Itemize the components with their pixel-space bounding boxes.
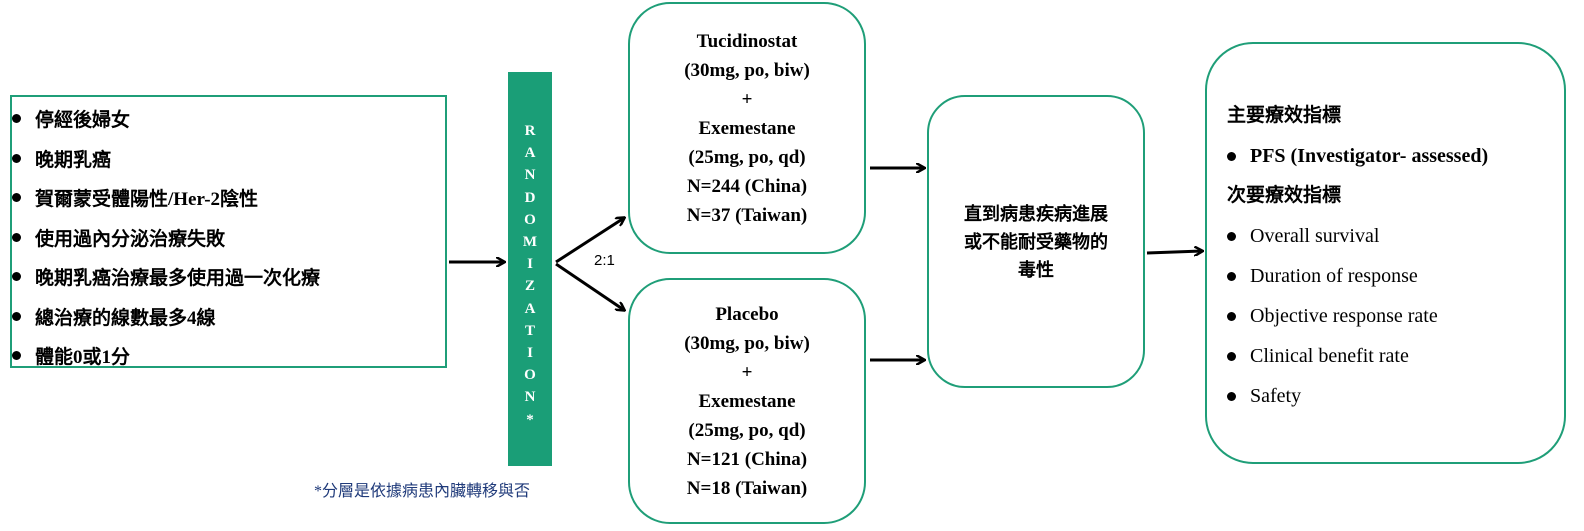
criteria-text: 使用過內分泌治療失敗 [35, 228, 226, 250]
bullet-icon [12, 351, 21, 361]
criteria-text: 賀爾蒙受體陽性/Her-2陰性 [35, 189, 259, 211]
endpoint-item: Clinical benefit rate [1227, 336, 1564, 376]
arm-line: + [741, 88, 753, 110]
criteria-text: 晚期乳癌治療最多使用過一次化療 [35, 268, 321, 290]
arrow-until-to-endpoints [1146, 251, 1202, 253]
rand-letter: A [524, 145, 536, 162]
rand-letter: D [524, 189, 536, 206]
bullet-icon [1227, 271, 1236, 281]
rand-letter: I [527, 345, 533, 362]
inclusion-criteria-box: 停經後婦女 晚期乳癌 賀爾蒙受體陽性/Her-2陰性 使用過內分泌治療失敗 晚期… [10, 95, 447, 368]
endpoint-item: Duration of response [1227, 256, 1564, 296]
stratification-footnote: *分層是依據病患內臟轉移與否 [314, 483, 531, 500]
arm-line: (30mg, po, biw) [684, 59, 810, 81]
arm-line: N=37 (Taiwan) [686, 204, 808, 226]
rand-letter: T [524, 322, 535, 339]
arrow-to-arm2 [555, 262, 624, 310]
arm-line: Placebo [715, 303, 779, 325]
bullet-icon [12, 232, 21, 242]
endpoint-item: Overall survival [1227, 216, 1564, 256]
criteria-item: 晚期乳癌 [12, 139, 445, 179]
endpoint-text: Objective response rate [1250, 304, 1438, 327]
criteria-item: 停經後婦女 [12, 99, 445, 139]
criteria-text: 體能0或1分 [35, 347, 131, 369]
criteria-item: 體能0或1分 [12, 336, 445, 376]
bullet-icon [1227, 351, 1236, 361]
arm-line: (25mg, po, qd) [688, 146, 806, 168]
duration-line: 或不能耐受藥物的 [964, 231, 1108, 252]
rand-letter: A [524, 300, 536, 317]
endpoint-item: Safety [1227, 376, 1564, 416]
arm-line: (25mg, po, qd) [688, 419, 806, 441]
bullet-icon [12, 311, 21, 321]
rand-letter: I [527, 256, 533, 273]
randomization-bar: R A N D O M I Z A T I O N * [508, 72, 552, 466]
endpoint-text: Safety [1250, 384, 1302, 407]
treatment-duration-box: 直到病患疾病進展 或不能耐受藥物的 毒性 [927, 95, 1145, 388]
criteria-item: 晚期乳癌治療最多使用過一次化療 [12, 257, 445, 297]
allocation-ratio: 2:1 [594, 252, 615, 269]
criteria-item: 總治療的線數最多4線 [12, 297, 445, 337]
bullet-icon [12, 272, 21, 282]
bullet-icon [12, 193, 21, 203]
rand-letter: Z [524, 278, 535, 295]
criteria-text: 總治療的線數最多4線 [35, 307, 216, 329]
arm-line: N=244 (China) [686, 175, 808, 197]
treatment-arm-box: Tucidinostat (30mg, po, biw) + Exemestan… [628, 2, 866, 254]
secondary-endpoint-title: 次要療效指標 [1227, 185, 1342, 206]
arm-line: N=121 (China) [686, 448, 808, 470]
arm-line: N=18 (Taiwan) [686, 477, 808, 499]
criteria-text: 晚期乳癌 [35, 149, 112, 171]
endpoint-item: PFS (Investigator- assessed) [1227, 136, 1564, 176]
arm-line: Tucidinostat [696, 30, 798, 52]
primary-endpoint-title: 主要療效指標 [1227, 105, 1342, 126]
criteria-item: 賀爾蒙受體陽性/Her-2陰性 [12, 178, 445, 218]
rand-letter: N [524, 389, 536, 406]
rand-letter: M [522, 234, 538, 251]
bullet-icon [1227, 231, 1236, 241]
arm-line: Exemestane [698, 390, 796, 412]
bullet-icon [12, 153, 21, 163]
duration-line: 直到病患疾病進展 [964, 203, 1108, 224]
criteria-item: 使用過內分泌治療失敗 [12, 218, 445, 258]
rand-letter: O [524, 211, 536, 228]
duration-line: 毒性 [1018, 259, 1054, 280]
rand-letter: O [524, 367, 536, 384]
rand-letter: N [524, 167, 536, 184]
rand-letter: * [526, 411, 534, 428]
arm-line: + [741, 361, 753, 383]
endpoint-text: PFS (Investigator- assessed) [1250, 144, 1489, 167]
criteria-text: 停經後婦女 [35, 110, 131, 132]
arrow-to-arm1 [555, 218, 624, 264]
bullet-icon [12, 114, 21, 124]
arm-line: (30mg, po, biw) [684, 332, 810, 354]
bullet-icon [1227, 391, 1236, 401]
bullet-icon [1227, 151, 1236, 161]
arm-line: Exemestane [698, 117, 796, 139]
rand-letter: R [524, 123, 536, 139]
bullet-icon [1227, 311, 1236, 321]
endpoint-text: Clinical benefit rate [1250, 344, 1409, 367]
endpoint-text: Duration of response [1250, 264, 1418, 287]
placebo-arm-box: Placebo (30mg, po, biw) + Exemestane (25… [628, 278, 866, 524]
endpoint-item: Objective response rate [1227, 296, 1564, 336]
endpoint-text: Overall survival [1250, 224, 1380, 247]
endpoints-box: 主要療效指標 PFS (Investigator- assessed) 次要療效… [1205, 42, 1566, 464]
